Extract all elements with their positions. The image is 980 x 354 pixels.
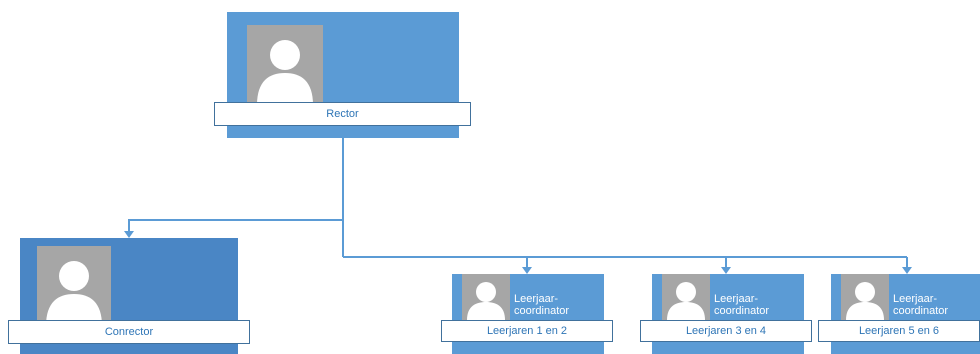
arrowhead-coordinator-1 [522, 267, 532, 274]
coordinator-role-line-2: coordinator [514, 305, 570, 317]
coordinator-card-3: Leerjaar- coordinator [831, 274, 980, 354]
arrowhead-coordinator-2 [721, 267, 731, 274]
coordinator-card-2: Leerjaar- coordinator [652, 274, 804, 354]
person-silhouette-icon [846, 282, 884, 320]
person-silhouette-icon [257, 40, 313, 105]
coordinator-name-1: Leerjaren 1 en 2 [441, 320, 613, 342]
rector-photo [247, 25, 323, 105]
coordinator-role-3: Leerjaar- coordinator [893, 293, 948, 317]
person-silhouette-icon [667, 282, 705, 320]
coordinator-photo-3 [841, 274, 889, 320]
coordinator-role-line-2: coordinator [714, 305, 770, 317]
coordinator-photo-2 [662, 274, 710, 320]
coordinator-role-line-2: coordinator [893, 305, 949, 317]
connector-to-conrector [128, 219, 343, 232]
coordinator-role-line-1: Leerjaar- [714, 293, 759, 305]
coordinator-name-2: Leerjaren 3 en 4 [640, 320, 812, 342]
conrector-photo [37, 246, 111, 326]
coordinator-photo-1 [462, 274, 510, 320]
coordinator-card-1: Leerjaar- coordinator [452, 274, 604, 354]
coordinator-role-2: Leerjaar- coordinator [714, 293, 769, 317]
person-silhouette-icon [46, 261, 102, 326]
person-silhouette-icon [467, 282, 505, 320]
coordinator-role-line-1: Leerjaar- [893, 293, 938, 305]
coordinator-role-line-1: Leerjaar- [514, 293, 559, 305]
arrowhead-conrector [124, 231, 134, 238]
rector-name: Rector [214, 102, 471, 126]
coordinator-role-1: Leerjaar- coordinator [514, 293, 569, 317]
arrowhead-coordinator-3 [902, 267, 912, 274]
conrector-name: Conrector [8, 320, 250, 344]
coordinator-name-3: Leerjaren 5 en 6 [818, 320, 980, 342]
